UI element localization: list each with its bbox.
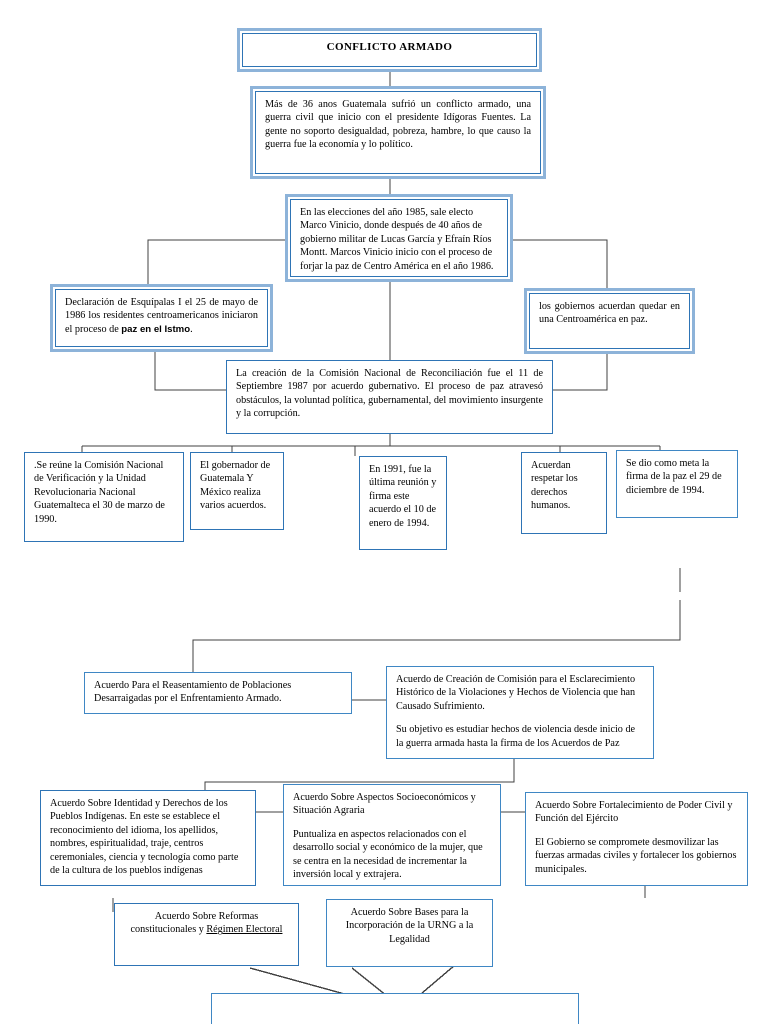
node-inner: los gobiernos acuerdan quedar en una Cen… (529, 293, 690, 349)
node-declaracion-esquipulas[interactable]: Declaración de Esquípalas I el 25 de may… (50, 284, 273, 352)
node-text: Acuerdo Para el Reasentamiento de Poblac… (94, 680, 292, 705)
node-bottom-cutoff[interactable] (211, 993, 579, 1024)
node-paragraph-1: Acuerdo de Creación de Comisión para el … (396, 674, 636, 712)
node-meta-firma-paz[interactable]: Se dio como meta la firma de la paz el 2… (616, 450, 738, 518)
node-text: En 1991, fue la última reunión y firma e… (369, 464, 437, 529)
node-text: Acuerdo Sobre Bases para la Incorporació… (345, 907, 474, 945)
node-text: Acuerdan respetar los derechos humanos. (531, 460, 578, 512)
node-line-1: Acuerdo Sobre Reformas (154, 911, 259, 922)
node-reunion-1991[interactable]: En 1991, fue la última reunión y firma e… (359, 456, 447, 550)
node-acuerdo-socioeconomicos[interactable]: Acuerdo Sobre Aspectos Socioeconómicos y… (283, 784, 501, 886)
connector-elecciones-to-gobiernos (512, 239, 608, 288)
node-gobiernos-acuerdan[interactable]: los gobiernos acuerdan quedar en una Cen… (524, 288, 695, 354)
node-conflicto-armado[interactable]: CONFLICTO ARMADO (237, 28, 542, 72)
node-intro-conflicto[interactable]: Más de 36 anos Guatemala sufrió un confl… (250, 86, 546, 179)
node-inner: Más de 36 anos Guatemala sufrió un confl… (255, 91, 541, 174)
node-paragraph-1: Acuerdo Sobre Aspectos Socioeconómicos y… (293, 792, 476, 817)
node-acuerdo-reasentamiento[interactable]: Acuerdo Para el Reasentamiento de Poblac… (84, 672, 352, 714)
node-text: El gobernador de Guatemala Y México real… (200, 460, 271, 512)
connector-esquipulas-to-comision (154, 351, 226, 391)
node-comision-reconciliacion[interactable]: La creación de la Comisión Nacional de R… (226, 360, 553, 434)
node-line-2-part1: constitucionales y (130, 924, 207, 936)
node-text: los gobiernos acuerdan quedar en una Cen… (539, 301, 680, 326)
node-text-part1: Declaración de Esquípalas I el 25 de may… (65, 297, 258, 335)
node-paragraph-1: Acuerdo Sobre Fortalecimiento de Poder C… (535, 800, 733, 825)
node-acuerdo-esclarecimiento-historico[interactable]: Acuerdo de Creación de Comisión para el … (386, 666, 654, 759)
connector-elecciones-to-esquipulas (147, 239, 285, 284)
node-text-part2: . (190, 323, 193, 335)
node-acuerdo-reformas-constitucionales[interactable]: Acuerdo Sobre Reformas constitucionales … (114, 903, 299, 966)
node-paragraph-2: El Gobierno se compromete desmovilizar l… (535, 836, 737, 875)
node-acuerdo-bases-urng[interactable]: Acuerdo Sobre Bases para la Incorporació… (326, 899, 493, 967)
node-derechos-humanos[interactable]: Acuerdan respetar los derechos humanos. (521, 452, 607, 534)
node-elecciones-1985[interactable]: En las elecciones del año 1985, sale ele… (285, 194, 513, 282)
node-paragraph-2: Su objetivo es estudiar hechos de violen… (396, 724, 636, 749)
page-title: CONFLICTO ARMADO (326, 41, 453, 53)
node-acuerdo-identidad-pueblos-indigenas[interactable]: Acuerdo Sobre Identidad y Derechos de lo… (40, 790, 256, 886)
node-comision-verificacion[interactable]: .Se reúne la Comisión Nacional de Verifi… (24, 452, 184, 542)
node-text: Se dio como meta la firma de la paz el 2… (626, 458, 722, 496)
node-text: Más de 36 anos Guatemala sufrió un confl… (265, 99, 531, 151)
node-line-2-underline: Régimen Electoral (206, 924, 283, 936)
node-text: La creación de la Comisión Nacional de R… (236, 368, 543, 420)
node-inner: CONFLICTO ARMADO (242, 33, 537, 67)
node-text: En las elecciones del año 1985, sale ele… (300, 207, 494, 272)
node-acuerdo-poder-civil[interactable]: Acuerdo Sobre Fortalecimiento de Poder C… (525, 792, 748, 886)
node-text: Acuerdo Sobre Identidad y Derechos de lo… (50, 798, 239, 877)
connector-gobiernos-to-comision (553, 354, 608, 391)
node-inner: Declaración de Esquípalas I el 25 de may… (55, 289, 268, 347)
connector-lower-section-bus (192, 600, 681, 672)
node-text: Declaración de Esquípalas I el 25 de may… (65, 296, 258, 337)
node-text: .Se reúne la Comisión Nacional de Verifi… (34, 460, 165, 525)
node-inner: En las elecciones del año 1985, sale ele… (290, 199, 508, 277)
node-paragraph-2: Puntualiza en aspectos relacionados con … (293, 828, 483, 881)
node-gobernador-guatemala-mexico[interactable]: El gobernador de Guatemala Y México real… (190, 452, 284, 530)
node-text-highlight: paz en el Istmo (121, 323, 191, 335)
node-line-2: constitucionales y Régimen Electoral (124, 923, 289, 936)
